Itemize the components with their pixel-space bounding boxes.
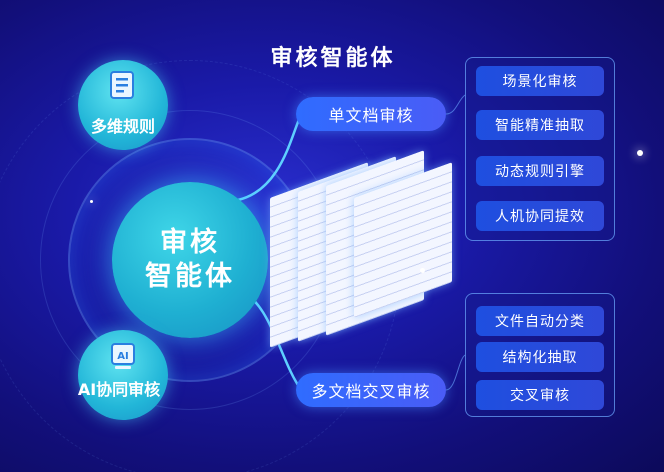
page-title: 审核智能体	[270, 46, 396, 71]
core-circle: 审核 智能体	[112, 182, 268, 338]
feature-item: 交叉审核	[476, 380, 604, 410]
core-line-1: 审核	[160, 227, 220, 258]
bubble-ai-review: AI	[78, 330, 168, 420]
feature-item: 文件自动分类	[476, 306, 604, 336]
feature-item: 人机协同提效	[476, 201, 604, 231]
feature-item: 动态规则引擎	[476, 156, 604, 186]
documents-illustration	[270, 150, 470, 348]
single-doc-review-pill: 单文档审核	[296, 97, 446, 131]
sparkle-dot	[637, 150, 643, 156]
multi-doc-features-panel: 文件自动分类 结构化抽取 交叉审核	[465, 293, 615, 417]
single-doc-features-panel: 场景化审核 智能精准抽取 动态规则引擎 人机协同提效	[465, 57, 615, 241]
feature-item: 场景化审核	[476, 66, 604, 96]
bubble-multi-rules	[78, 60, 168, 150]
ai-chip-icon: AI	[111, 343, 135, 369]
feature-item: 智能精准抽取	[476, 110, 604, 140]
sparkle-dot	[420, 268, 425, 273]
feature-item: 结构化抽取	[476, 342, 604, 372]
svg-text:AI: AI	[117, 351, 128, 362]
document-icon	[110, 71, 134, 99]
sparkle-dot	[90, 200, 93, 203]
bubble-label-multi-rules: 多维规则	[90, 117, 155, 136]
multi-doc-review-pill: 多文档交叉审核	[296, 373, 446, 407]
bubble-label-ai-review: AI协同审核	[77, 380, 161, 399]
core-line-2: 智能体	[145, 261, 235, 292]
